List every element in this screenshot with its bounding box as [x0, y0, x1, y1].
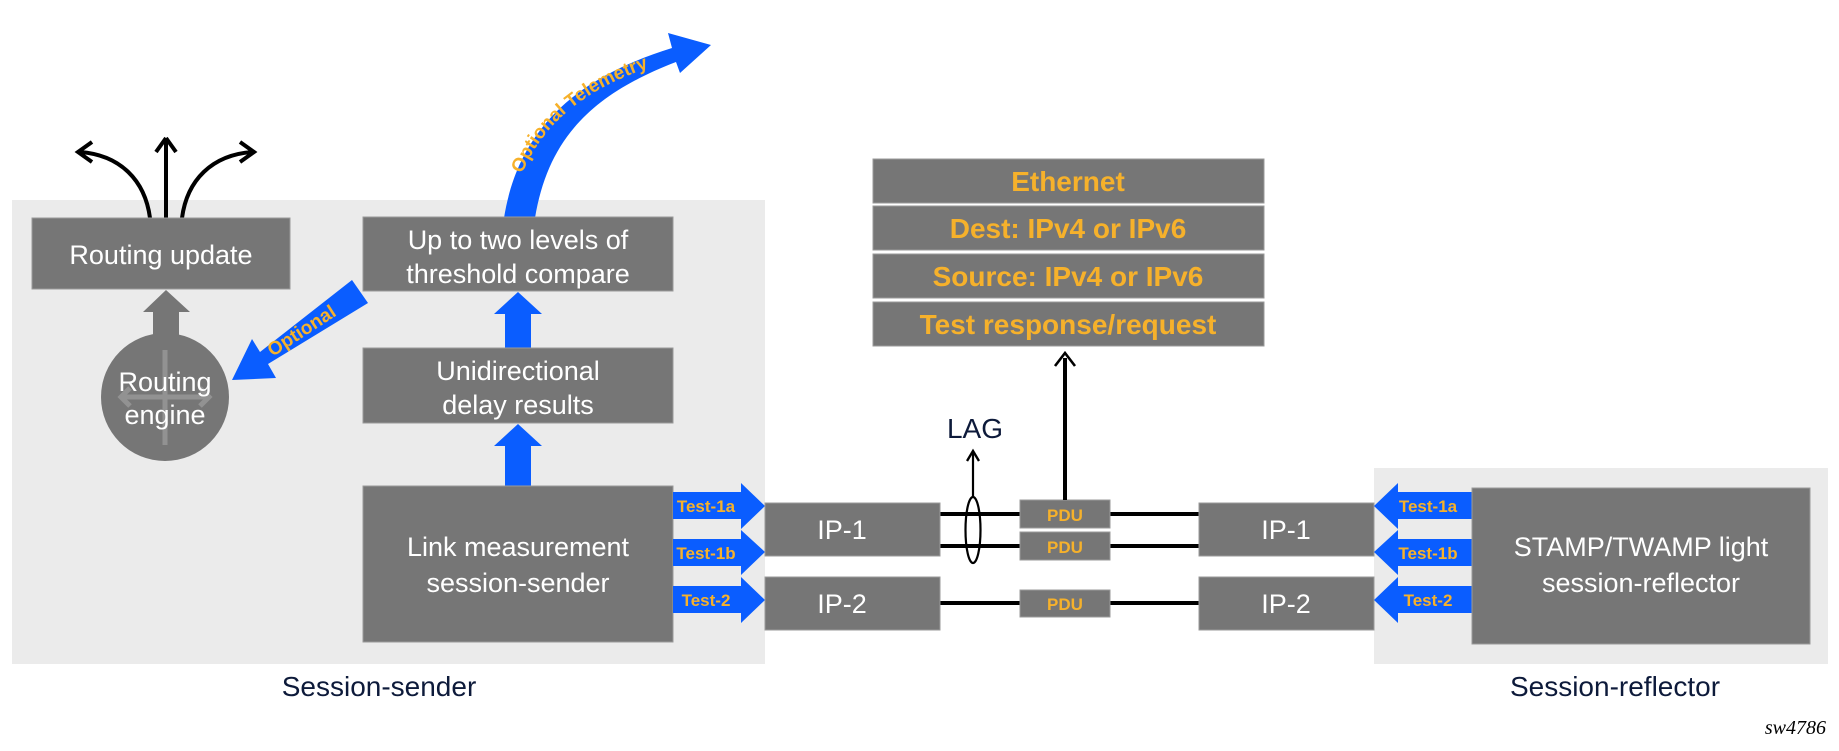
sender-ip2-label: IP-2 [817, 589, 867, 619]
sender-ip1-label: IP-1 [817, 515, 867, 545]
threshold-line1: Up to two levels of [408, 225, 629, 255]
reflector-test-label: Test-2 [1404, 591, 1453, 610]
sender-to-delay-arrow-icon [494, 424, 542, 486]
reflector-test-arrow: Test-1b [1374, 530, 1472, 575]
packet-stack: Ethernet Dest: IPv4 or IPv6 Source: IPv4… [872, 158, 1265, 347]
packet-layer: Source: IPv4 or IPv6 [872, 253, 1265, 299]
threshold-line2: threshold compare [406, 259, 630, 289]
link-measurement-line1: Link measurement [407, 532, 630, 562]
sender-test-label: Test-1a [677, 497, 736, 516]
sender-test-arrow: Test-1b [673, 530, 765, 575]
reflector-test-arrow: Test-1a [1374, 483, 1472, 529]
routing-update-label: Routing update [69, 240, 252, 270]
routing-broadcast-arrows-icon [74, 136, 258, 219]
delay-results-line2: delay results [442, 390, 594, 420]
sender-test-arrows: Test-1a Test-1b Test-2 [673, 483, 765, 623]
pdu-box: PDU [1019, 499, 1111, 529]
pdu-box: PDU [1019, 589, 1111, 618]
sender-test-label: Test-2 [682, 591, 731, 610]
delay-to-threshold-arrow-icon [494, 292, 542, 348]
routing-engine-label-line1: Routing [118, 367, 211, 397]
pdu-label: PDU [1047, 595, 1083, 614]
link-measurement-line2: session-sender [426, 568, 609, 598]
threshold-compare-box: Up to two levels of threshold compare [362, 216, 674, 292]
packet-layer: Test response/request [872, 301, 1265, 347]
delay-results-line1: Unidirectional [436, 356, 600, 386]
packet-layer-label: Ethernet [1011, 166, 1125, 197]
reflector-test-label: Test-1a [1399, 497, 1458, 516]
reflector-ip2-label: IP-2 [1261, 589, 1311, 619]
sender-ip2-box: IP-2 [764, 576, 941, 631]
lag-ellipse-icon [964, 495, 982, 565]
engine-to-update-arrow-icon [143, 290, 190, 340]
sender-test-arrow: Test-2 [673, 577, 765, 623]
reflector-test-label: Test-1b [1398, 544, 1457, 563]
sender-test-label: Test-1b [676, 544, 735, 563]
sender-ip1-box: IP-1 [764, 502, 941, 557]
packet-layer-label: Test response/request [920, 309, 1217, 340]
reflector-ip1-label: IP-1 [1261, 515, 1311, 545]
reflector-box-line1: STAMP/TWAMP light [1514, 532, 1769, 562]
session-sender-caption: Session-sender [282, 671, 477, 702]
lag-label: LAG [947, 413, 1003, 444]
router-cross-arrows-icon [117, 350, 213, 445]
reflector-test-arrows: Test-1a Test-1b Test-2 [1374, 483, 1472, 623]
link-measurement-box: Link measurement session-sender [362, 485, 674, 643]
reflector-ip2-box: IP-2 [1198, 576, 1375, 631]
pdu-boxes: PDU PDU PDU [1019, 499, 1111, 618]
routing-engine-label-line2: engine [124, 400, 205, 430]
sender-test-arrow: Test-1a [673, 483, 765, 529]
delay-results-box: Unidirectional delay results [362, 347, 674, 424]
reflector-ip1-box: IP-1 [1198, 502, 1375, 557]
session-reflector-caption: Session-reflector [1510, 671, 1720, 702]
reflector-test-arrow: Test-2 [1374, 577, 1472, 623]
packet-layer-label: Dest: IPv4 or IPv6 [950, 213, 1187, 244]
telemetry-arrow: Optional Telemetry [504, 33, 711, 218]
pdu-label: PDU [1047, 506, 1083, 525]
pdu-label: PDU [1047, 538, 1083, 557]
routing-update-box: Routing update [31, 217, 291, 290]
reflector-box-line2: session-reflector [1542, 568, 1740, 598]
routing-engine: Routing engine [101, 333, 229, 461]
figure-id: sw4786 [1765, 717, 1826, 739]
lag-indicator: LAG [947, 413, 1003, 565]
pdu-box: PDU [1019, 531, 1111, 561]
packet-layer: Dest: IPv4 or IPv6 [872, 205, 1265, 251]
packet-layer: Ethernet [872, 158, 1265, 204]
reflector-box: STAMP/TWAMP light session-reflector [1471, 487, 1811, 645]
packet-layer-label: Source: IPv4 or IPv6 [933, 261, 1204, 292]
pdu-to-stack-arrowhead-icon [1053, 350, 1077, 367]
